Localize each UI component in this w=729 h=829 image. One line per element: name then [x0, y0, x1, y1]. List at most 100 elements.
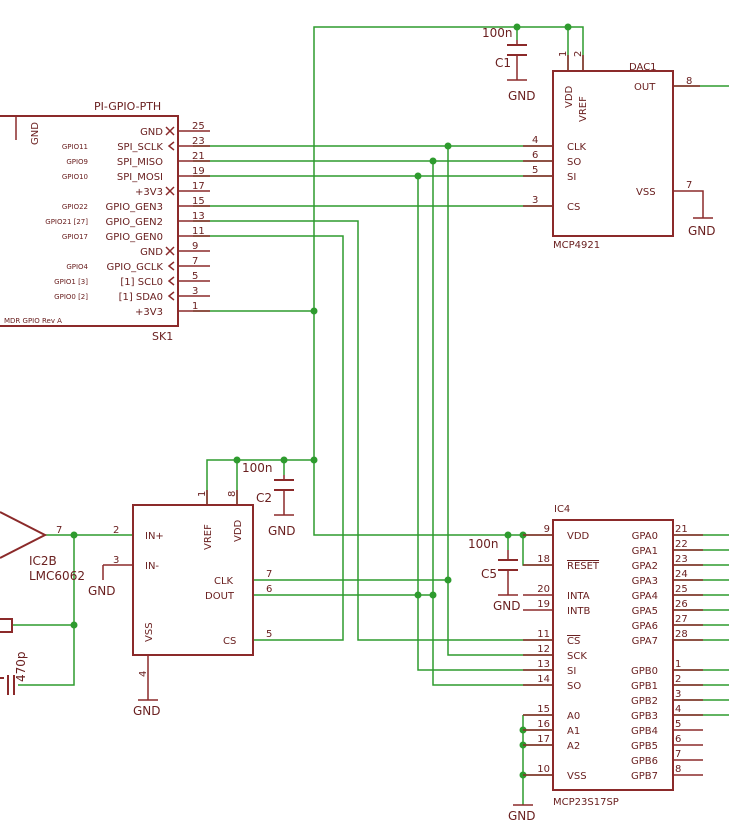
ic4-left-pin-num: 20	[537, 584, 550, 595]
sk1-pin-num: 7	[192, 256, 198, 267]
adc-pin-dout: DOUT	[205, 591, 235, 602]
sk1-pin-num: 23	[192, 136, 205, 147]
sk1-pin-label: +3V3	[135, 187, 163, 198]
dac-pin-num-so: 6	[532, 150, 538, 161]
sk1-gpio-label: GPIO4	[66, 263, 88, 271]
sk1-pin-num: 1	[192, 301, 198, 312]
ic4-right-pin-label: GPA7	[632, 636, 658, 647]
dac-pin-vss: VSS	[636, 187, 656, 198]
ic4-left-pin-label: INTB	[567, 606, 591, 617]
ic4-right-pin-num: 24	[675, 569, 688, 580]
io-expander-mcp23s17: IC4 MCP23S17SP 9VDD18RESET20INTA19INTB11…	[468, 504, 703, 823]
ic4-right-pin-label: GPA4	[632, 591, 658, 602]
dac-name-label: DAC1	[629, 62, 657, 73]
sk1-pin-num: 21	[192, 151, 205, 162]
ic4-right-pin-label: GPB6	[631, 756, 658, 767]
ic4-right-pin-num: 22	[675, 539, 688, 550]
sk1-gpio-label: GPIO21 [27]	[45, 218, 88, 226]
ic4-right-pin-num: 26	[675, 599, 688, 610]
dac-pin-vdd: VDD	[564, 85, 575, 108]
dac-pin-cs: CS	[567, 202, 580, 213]
c1-name: C1	[495, 56, 511, 70]
sk1-pin-label: GPIO_GEN2	[105, 217, 163, 228]
ic4-left-pin-label: SO	[567, 681, 581, 692]
ic2b-part: LMC6062	[29, 569, 85, 583]
sk1-pin-label: [1] SCL0	[120, 277, 163, 288]
c1-gnd-label: GND	[508, 89, 536, 103]
net-junctions	[70, 23, 572, 779]
c5-gnd-label: GND	[493, 599, 521, 613]
sk1-pin-num: 3	[192, 286, 198, 297]
ic2b-name: IC2B	[29, 554, 57, 568]
sk1-nc-mark	[165, 246, 175, 256]
sk1-pin-num: 9	[192, 241, 198, 252]
ic2b-out-pin-num: 7	[56, 525, 62, 536]
ic4-right-pin-num: 1	[675, 659, 681, 670]
ic4-left-pin-num: 10	[537, 764, 550, 775]
sk1-pin-label: GPIO_GEN0	[105, 232, 163, 243]
ic4-right-pin-list: 21GPA022GPA123GPA224GPA325GPA426GPA527GP…	[631, 524, 703, 782]
dac-pin-vref: VREF	[578, 96, 589, 122]
sk1-pin-arrow	[167, 291, 175, 301]
sk1-pin-list: 25GND23SPI_SCLKGPIO1121SPI_MISOGPIO919SP…	[45, 121, 210, 318]
ic4-left-pin-num: 12	[537, 644, 550, 655]
sk1-gpio-label: GPIO1 [3]	[54, 278, 88, 286]
adc-pin-inm: IN-	[145, 561, 159, 572]
ic4-right-pin-num: 4	[675, 704, 681, 715]
sk1-pin-arrow	[167, 261, 175, 271]
ic4-left-pin-num: 15	[537, 704, 550, 715]
ic4-left-pin-num: 19	[537, 599, 550, 610]
sk1-pin-num: 13	[192, 211, 205, 222]
dac-pin-num-vdd: 1	[558, 51, 569, 57]
capacitor-c2: 100n C2 GND	[242, 461, 296, 538]
ic4-right-pin-label: GPB2	[631, 696, 658, 707]
opamp-ic2b: 7 IC2B LMC6062 470p	[0, 511, 85, 695]
ic4-left-pin-num: 14	[537, 674, 550, 685]
adc-pin-num-inp: 2	[113, 525, 119, 536]
adc-pin-cs: CS	[223, 636, 236, 647]
adc-inm-gnd-label: GND	[88, 584, 116, 598]
ic4-right-pin-num: 5	[675, 719, 681, 730]
dac-pin-si: SI	[567, 172, 576, 183]
ic4-right-pin-label: GPB1	[631, 681, 658, 692]
sk1-pin-label: GPIO_GEN3	[105, 202, 163, 213]
adc-pin-num-cs: 5	[266, 629, 272, 640]
ic4-right-pin-label: GPA3	[632, 576, 658, 587]
ic4-left-pin-label: A1	[567, 726, 580, 737]
c1-value: 100n	[482, 26, 513, 40]
cap-470p-value: 470p	[14, 651, 28, 682]
ic4-right-pin-label: GPA1	[632, 546, 658, 557]
c2-value: 100n	[242, 461, 273, 475]
ic4-right-pin-label: GPB4	[631, 726, 658, 737]
sk1-pin-label: [1] SDA0	[119, 292, 163, 303]
ic4-left-pin-num: 16	[537, 719, 550, 730]
sk1-gpio-label: GPIO0 [2]	[54, 293, 88, 301]
ic4-left-pin-num: 17	[537, 734, 550, 745]
adc-pin-num-clk: 7	[266, 569, 272, 580]
ic4-right-pin-num: 21	[675, 524, 688, 535]
ic4-right-pin-label: GPB3	[631, 711, 658, 722]
dac-pin-num-vss: 7	[686, 180, 692, 191]
adc-pin-vss: VSS	[144, 622, 155, 642]
ic4-right-pin-label: GPA0	[632, 531, 658, 542]
sk1-pin-num: 25	[192, 121, 205, 132]
sk1-gpio-label: GPIO17	[62, 233, 88, 241]
ic4-right-pin-num: 7	[675, 749, 681, 760]
ic4-right-pin-num: 28	[675, 629, 688, 640]
sk1-pin-label: SPI_MOSI	[117, 172, 163, 183]
sk1-pin-num: 15	[192, 196, 205, 207]
sk1-gpio-label: GPIO10	[62, 173, 88, 181]
dac-pin-num-si: 5	[532, 165, 538, 176]
ic4-left-pin-label: VSS	[567, 771, 587, 782]
ic4-right-pin-num: 25	[675, 584, 688, 595]
c5-value: 100n	[468, 537, 499, 551]
sk1-pin-num: 19	[192, 166, 205, 177]
ic4-right-pin-num: 23	[675, 554, 688, 565]
adc-pin-num-vref: 1	[197, 491, 208, 497]
adc-pin-num-dout: 6	[266, 584, 272, 595]
ic4-left-pin-label: A2	[567, 741, 580, 752]
ic4-left-pin-num: 13	[537, 659, 550, 670]
ic4-right-pin-num: 27	[675, 614, 688, 625]
sk1-nc-mark	[165, 126, 175, 136]
ic4-right-pin-label: GPB0	[631, 666, 658, 677]
